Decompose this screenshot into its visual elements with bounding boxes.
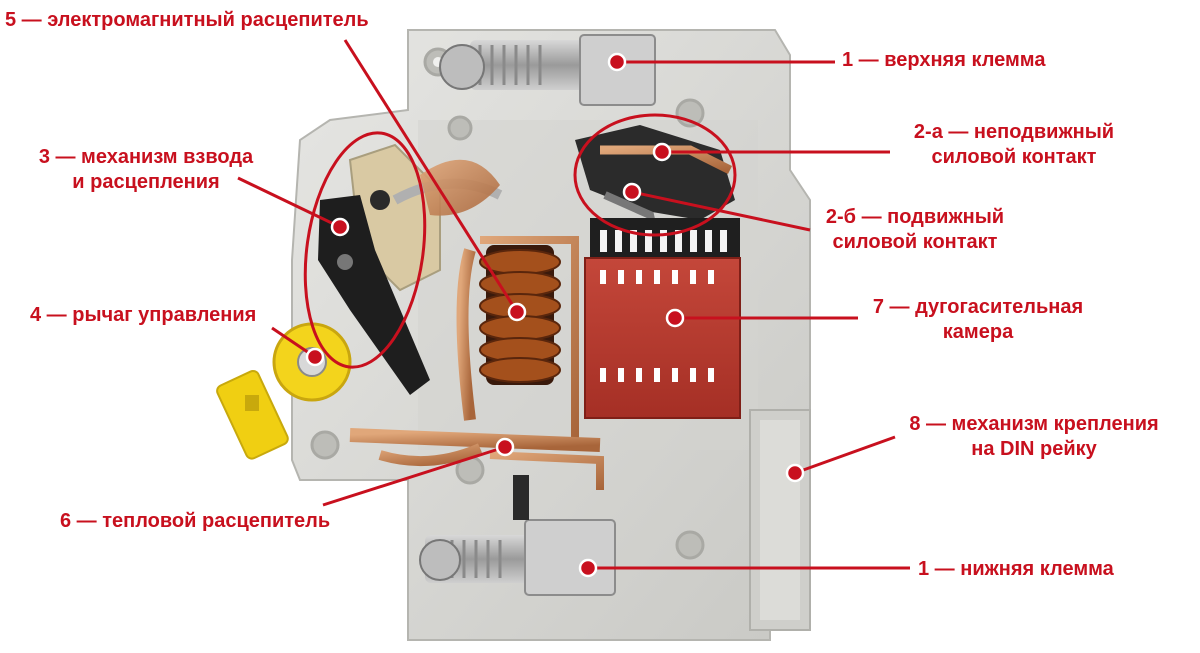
bottom-terminal: [419, 475, 616, 596]
label-arc-chute: 7 — дугогасительная камера: [872, 296, 1084, 343]
arc-chute: [584, 218, 741, 419]
marker-3: [330, 217, 350, 237]
leader-6: [322, 445, 506, 507]
leader-2b: [631, 190, 811, 232]
label-bottom-terminal: 1 — нижняя клемма: [918, 558, 1114, 580]
marker-4: [305, 347, 325, 367]
marker-1-top: [607, 52, 627, 72]
label-thermal-release: 6 — тепловой расцепитель: [60, 510, 331, 532]
marker-2a: [652, 142, 672, 162]
label-mechanism: 3 — механизм взвода и расцепления: [38, 146, 254, 193]
marker-1-bottom: [578, 558, 598, 578]
thermal-release: [349, 428, 604, 490]
label-fixed-contact: 2-а — неподвижный силовой контакт: [913, 121, 1115, 168]
leader-8: [794, 435, 896, 475]
contact-assembly: [575, 125, 735, 261]
label-moving-contact: 2-б — подвижный силовой контакт: [825, 206, 1005, 253]
marker-6: [495, 437, 515, 457]
marker-7: [665, 308, 685, 328]
marker-8: [785, 463, 805, 483]
label-din-mount: 8 — механизм крепления на DIN рейку: [909, 413, 1159, 460]
leader-3: [237, 176, 341, 229]
marker-2b: [622, 182, 642, 202]
highlight-mechanism: [303, 131, 427, 369]
label-control-lever: 4 — рычаг управления: [30, 304, 257, 326]
label-top-terminal: 1 — верхняя клемма: [842, 49, 1046, 71]
leader-5: [343, 39, 519, 313]
label-electromagnetic-release: 5 — электромагнитный расцепитель: [5, 9, 369, 31]
top-terminal: [439, 34, 656, 106]
marker-5: [507, 302, 527, 322]
highlight-contacts: [573, 113, 737, 237]
